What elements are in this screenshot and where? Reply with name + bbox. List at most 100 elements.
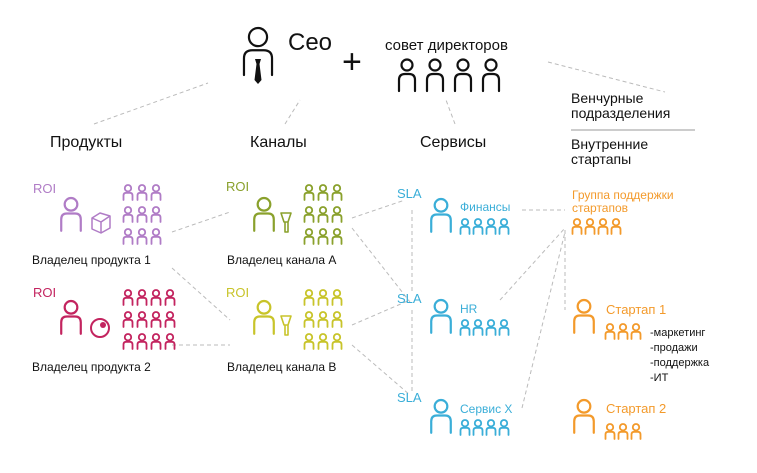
finance-lead-icon bbox=[430, 197, 452, 233]
startup-1: Стартап 1 bbox=[606, 302, 667, 317]
board-member-icon bbox=[425, 58, 445, 93]
product-owner-1-icon bbox=[60, 196, 82, 232]
team-member-icon bbox=[303, 311, 315, 328]
team-member-icon bbox=[317, 289, 329, 306]
team-member-icon bbox=[571, 218, 583, 235]
channel-owner-b-icon bbox=[253, 299, 275, 335]
roi-label-channel-b: ROI bbox=[226, 285, 250, 300]
startup-2: Стартап 2 bbox=[606, 401, 667, 416]
team-member-icon bbox=[604, 323, 616, 340]
team-member-icon bbox=[472, 419, 484, 436]
team-member-icon bbox=[303, 206, 315, 223]
finance-team-icons bbox=[459, 218, 510, 235]
service-hr: HR bbox=[460, 302, 478, 316]
team-member-icon bbox=[597, 218, 609, 235]
connector-line bbox=[93, 82, 209, 125]
team-member-icon bbox=[331, 311, 343, 328]
team-member-icon bbox=[498, 419, 510, 436]
team-member-icon bbox=[164, 311, 176, 328]
product-2-team-icons bbox=[122, 289, 176, 350]
connector-line bbox=[351, 199, 406, 219]
team-member-icon bbox=[317, 228, 329, 245]
team-member-icon bbox=[630, 423, 642, 440]
team-member-icon bbox=[150, 333, 162, 350]
team-member-icon bbox=[317, 333, 329, 350]
board-member-icon bbox=[481, 58, 501, 93]
startup-1-functions: -маркетинг -продажи -поддержка -ИТ bbox=[650, 326, 709, 386]
team-member-icon bbox=[331, 228, 343, 245]
roi-label-product-1: ROI bbox=[33, 181, 57, 196]
team-member-icon bbox=[303, 289, 315, 306]
team-member-icon bbox=[331, 289, 343, 306]
connector-line bbox=[521, 231, 566, 409]
team-member-icon bbox=[317, 311, 329, 328]
microphone-icon bbox=[280, 315, 292, 336]
roi-label-channel-a: ROI bbox=[226, 179, 250, 194]
product-owner-2-icon bbox=[60, 299, 82, 335]
team-member-icon bbox=[122, 333, 134, 350]
column-internal-startups: Внутренние стартапы bbox=[571, 136, 649, 168]
team-member-icon bbox=[303, 333, 315, 350]
team-member-icon bbox=[122, 311, 134, 328]
service-finance: Финансы bbox=[460, 200, 511, 214]
channel-b-team-icons bbox=[303, 289, 343, 350]
team-member-icon bbox=[136, 228, 148, 245]
sla-label-hr: SLA bbox=[397, 291, 422, 306]
connector-line bbox=[499, 227, 566, 301]
board-member-icon bbox=[453, 58, 473, 93]
connector-line bbox=[171, 211, 231, 233]
team-member-icon bbox=[303, 228, 315, 245]
service-x-lead-icon bbox=[430, 398, 452, 434]
team-member-icon bbox=[485, 419, 497, 436]
connector-line bbox=[351, 299, 411, 326]
plus-sign: + bbox=[342, 43, 362, 81]
team-member-icon bbox=[584, 218, 596, 235]
team-member-icon bbox=[604, 423, 616, 440]
team-member-icon bbox=[610, 218, 622, 235]
hr-team-icons bbox=[459, 319, 510, 336]
connector-line bbox=[445, 99, 456, 125]
sla-label-service-x: SLA bbox=[397, 390, 422, 405]
owner-channel-a: Владелец канала А bbox=[227, 253, 337, 267]
cube-icon bbox=[91, 212, 111, 234]
connector-line bbox=[284, 99, 301, 125]
startup-1-team-icons bbox=[604, 323, 642, 340]
team-member-icon bbox=[317, 184, 329, 201]
ceo-person-icon bbox=[242, 26, 274, 84]
team-member-icon bbox=[472, 319, 484, 336]
team-member-icon bbox=[617, 323, 629, 340]
team-member-icon bbox=[136, 333, 148, 350]
team-member-icon bbox=[122, 289, 134, 306]
team-member-icon bbox=[122, 184, 134, 201]
team-member-icon bbox=[164, 333, 176, 350]
channel-a-team-icons bbox=[303, 184, 343, 245]
team-member-icon bbox=[150, 289, 162, 306]
sla-label-finance: SLA bbox=[397, 186, 422, 201]
team-member-icon bbox=[150, 184, 162, 201]
team-member-icon bbox=[136, 311, 148, 328]
team-member-icon bbox=[485, 319, 497, 336]
board-member-icon bbox=[397, 58, 417, 93]
column-channels: Каналы bbox=[250, 134, 307, 151]
service-x: Сервис X bbox=[460, 402, 513, 416]
product-1-team-icons bbox=[122, 184, 162, 245]
function-item: -ИТ bbox=[650, 372, 669, 384]
team-member-icon bbox=[630, 323, 642, 340]
team-member-icon bbox=[498, 319, 510, 336]
startup-1-lead-icon bbox=[573, 298, 595, 334]
team-member-icon bbox=[617, 423, 629, 440]
startup-2-lead-icon bbox=[573, 398, 595, 434]
function-item: -поддержка bbox=[650, 357, 710, 369]
roi-label-product-2: ROI bbox=[33, 285, 57, 300]
column-products: Продукты bbox=[50, 134, 123, 151]
ball-icon bbox=[90, 318, 110, 338]
team-member-icon bbox=[122, 206, 134, 223]
team-member-icon bbox=[472, 218, 484, 235]
connector-line bbox=[171, 267, 231, 321]
function-item: -продажи bbox=[650, 342, 698, 354]
connector-line bbox=[547, 61, 666, 93]
team-member-icon bbox=[331, 184, 343, 201]
channel-owner-a-icon bbox=[253, 196, 275, 232]
